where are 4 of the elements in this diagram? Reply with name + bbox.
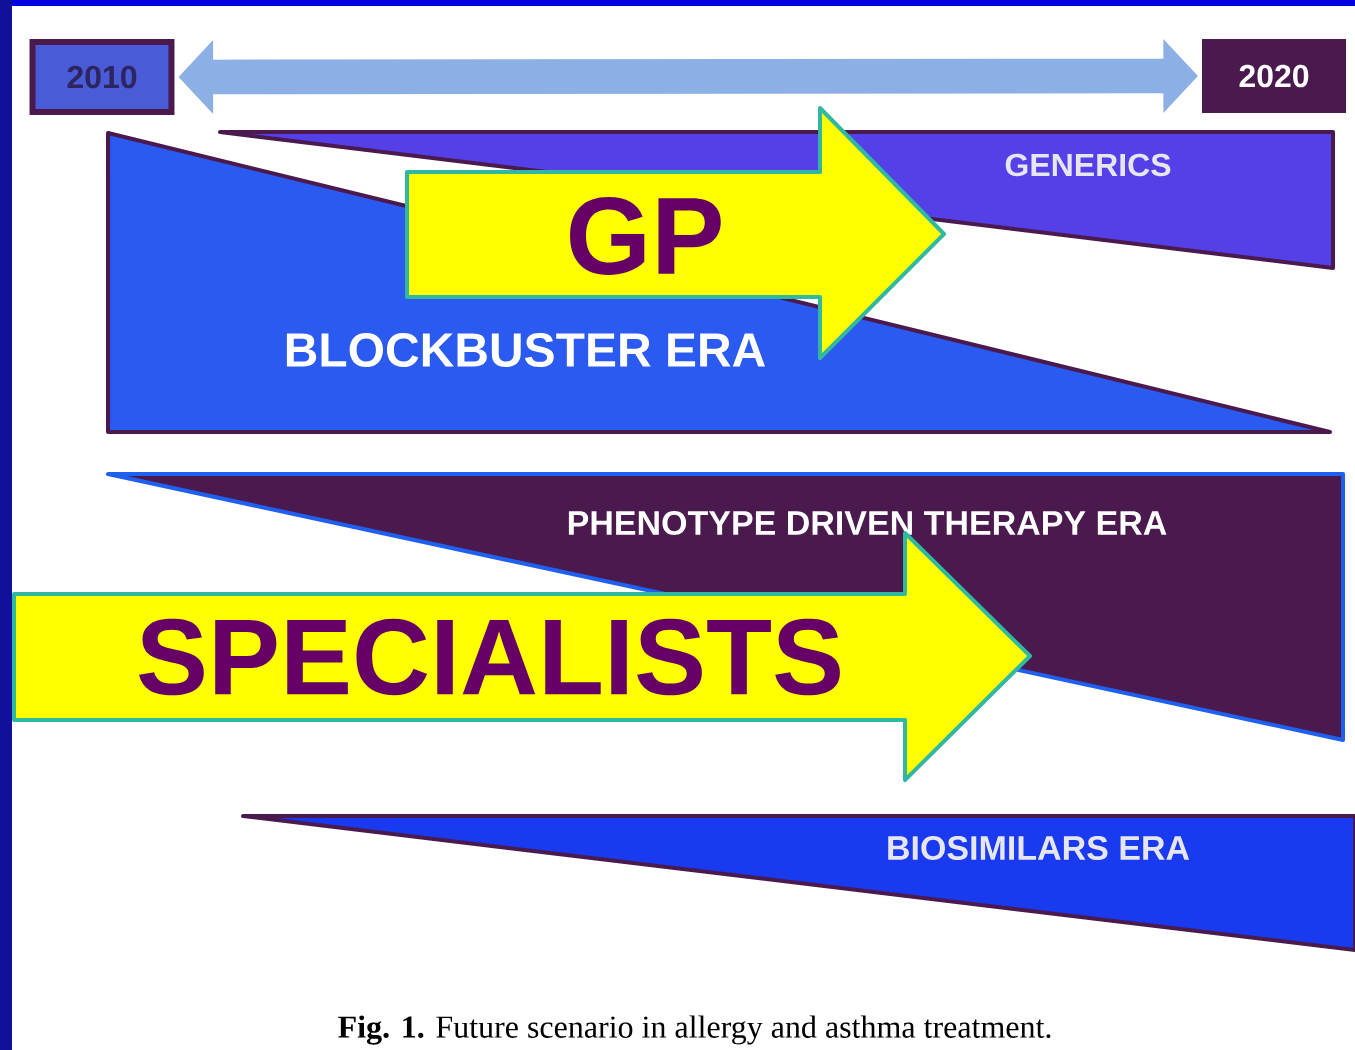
figure-caption: Fig. 1. Future scenario in allergy and asthma treatment. bbox=[338, 1015, 1051, 1045]
year-box: 2020 bbox=[1202, 39, 1346, 113]
year-box: 2010 bbox=[29, 39, 175, 115]
wedge-band: BIOSIMILARS ERA bbox=[241, 814, 1355, 952]
